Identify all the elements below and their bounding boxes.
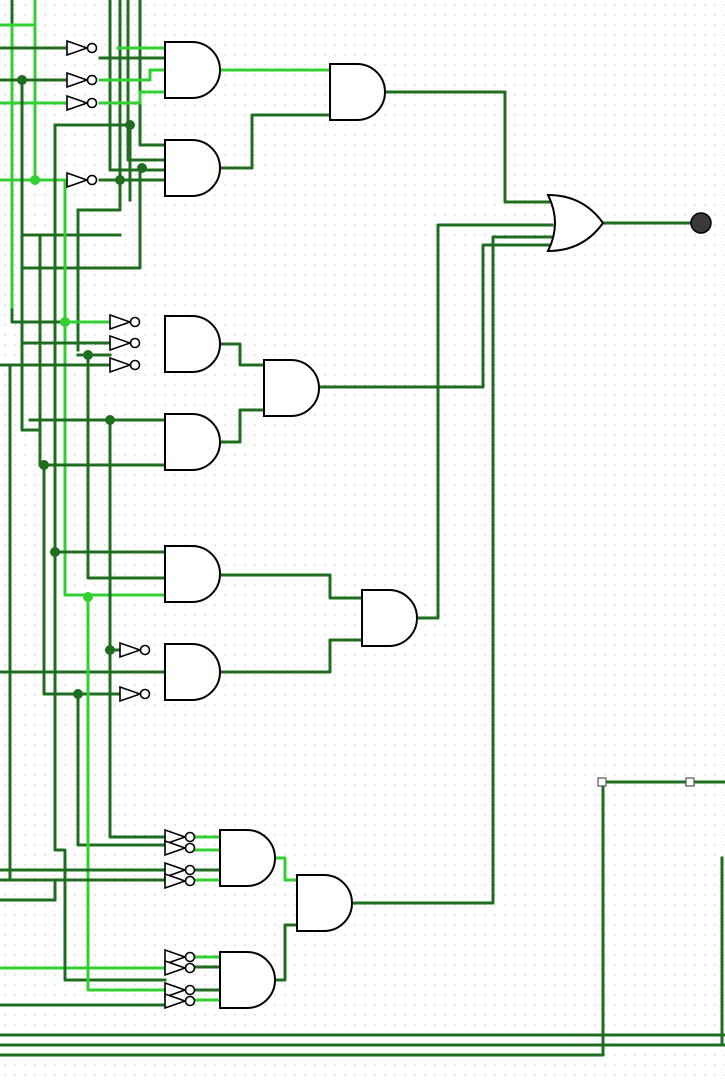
- and-gate: [329, 63, 386, 121]
- not-gate: [164, 872, 196, 890]
- not-gate: [66, 71, 98, 89]
- and-gate: [164, 41, 221, 99]
- and-gate: [164, 315, 221, 373]
- wire-handle[interactable]: [685, 777, 695, 787]
- not-gate: [109, 313, 141, 331]
- not-gate: [164, 839, 196, 857]
- not-gate: [164, 992, 196, 1010]
- not-gate: [164, 861, 196, 879]
- not-gate: [119, 685, 151, 703]
- or-gate[interactable]: [546, 193, 605, 253]
- not-gate: [109, 356, 141, 374]
- not-gate: [66, 39, 98, 57]
- not-gate: [164, 959, 196, 977]
- wire-handle[interactable]: [597, 777, 607, 787]
- output-pin-led[interactable]: [690, 212, 712, 234]
- and-gate: [263, 359, 320, 417]
- not-gate: [164, 948, 196, 966]
- not-gate: [109, 334, 141, 352]
- and-gate: [219, 951, 276, 1009]
- not-gate: [66, 171, 98, 189]
- and-gate: [296, 874, 353, 932]
- not-gate: [119, 641, 151, 659]
- and-gate: [164, 643, 221, 701]
- and-gate: [164, 413, 221, 471]
- wire-junctions: [17, 75, 147, 699]
- not-gate: [164, 828, 196, 846]
- and-gate: [164, 139, 221, 197]
- not-gate: [164, 981, 196, 999]
- not-gates[interactable]: [66, 39, 196, 1010]
- wires[interactable]: [0, 0, 725, 1057]
- not-gate: [66, 94, 98, 112]
- and-gate: [219, 829, 276, 887]
- and-gate: [361, 589, 418, 647]
- and-gates[interactable]: [164, 41, 418, 1009]
- and-gate: [164, 545, 221, 603]
